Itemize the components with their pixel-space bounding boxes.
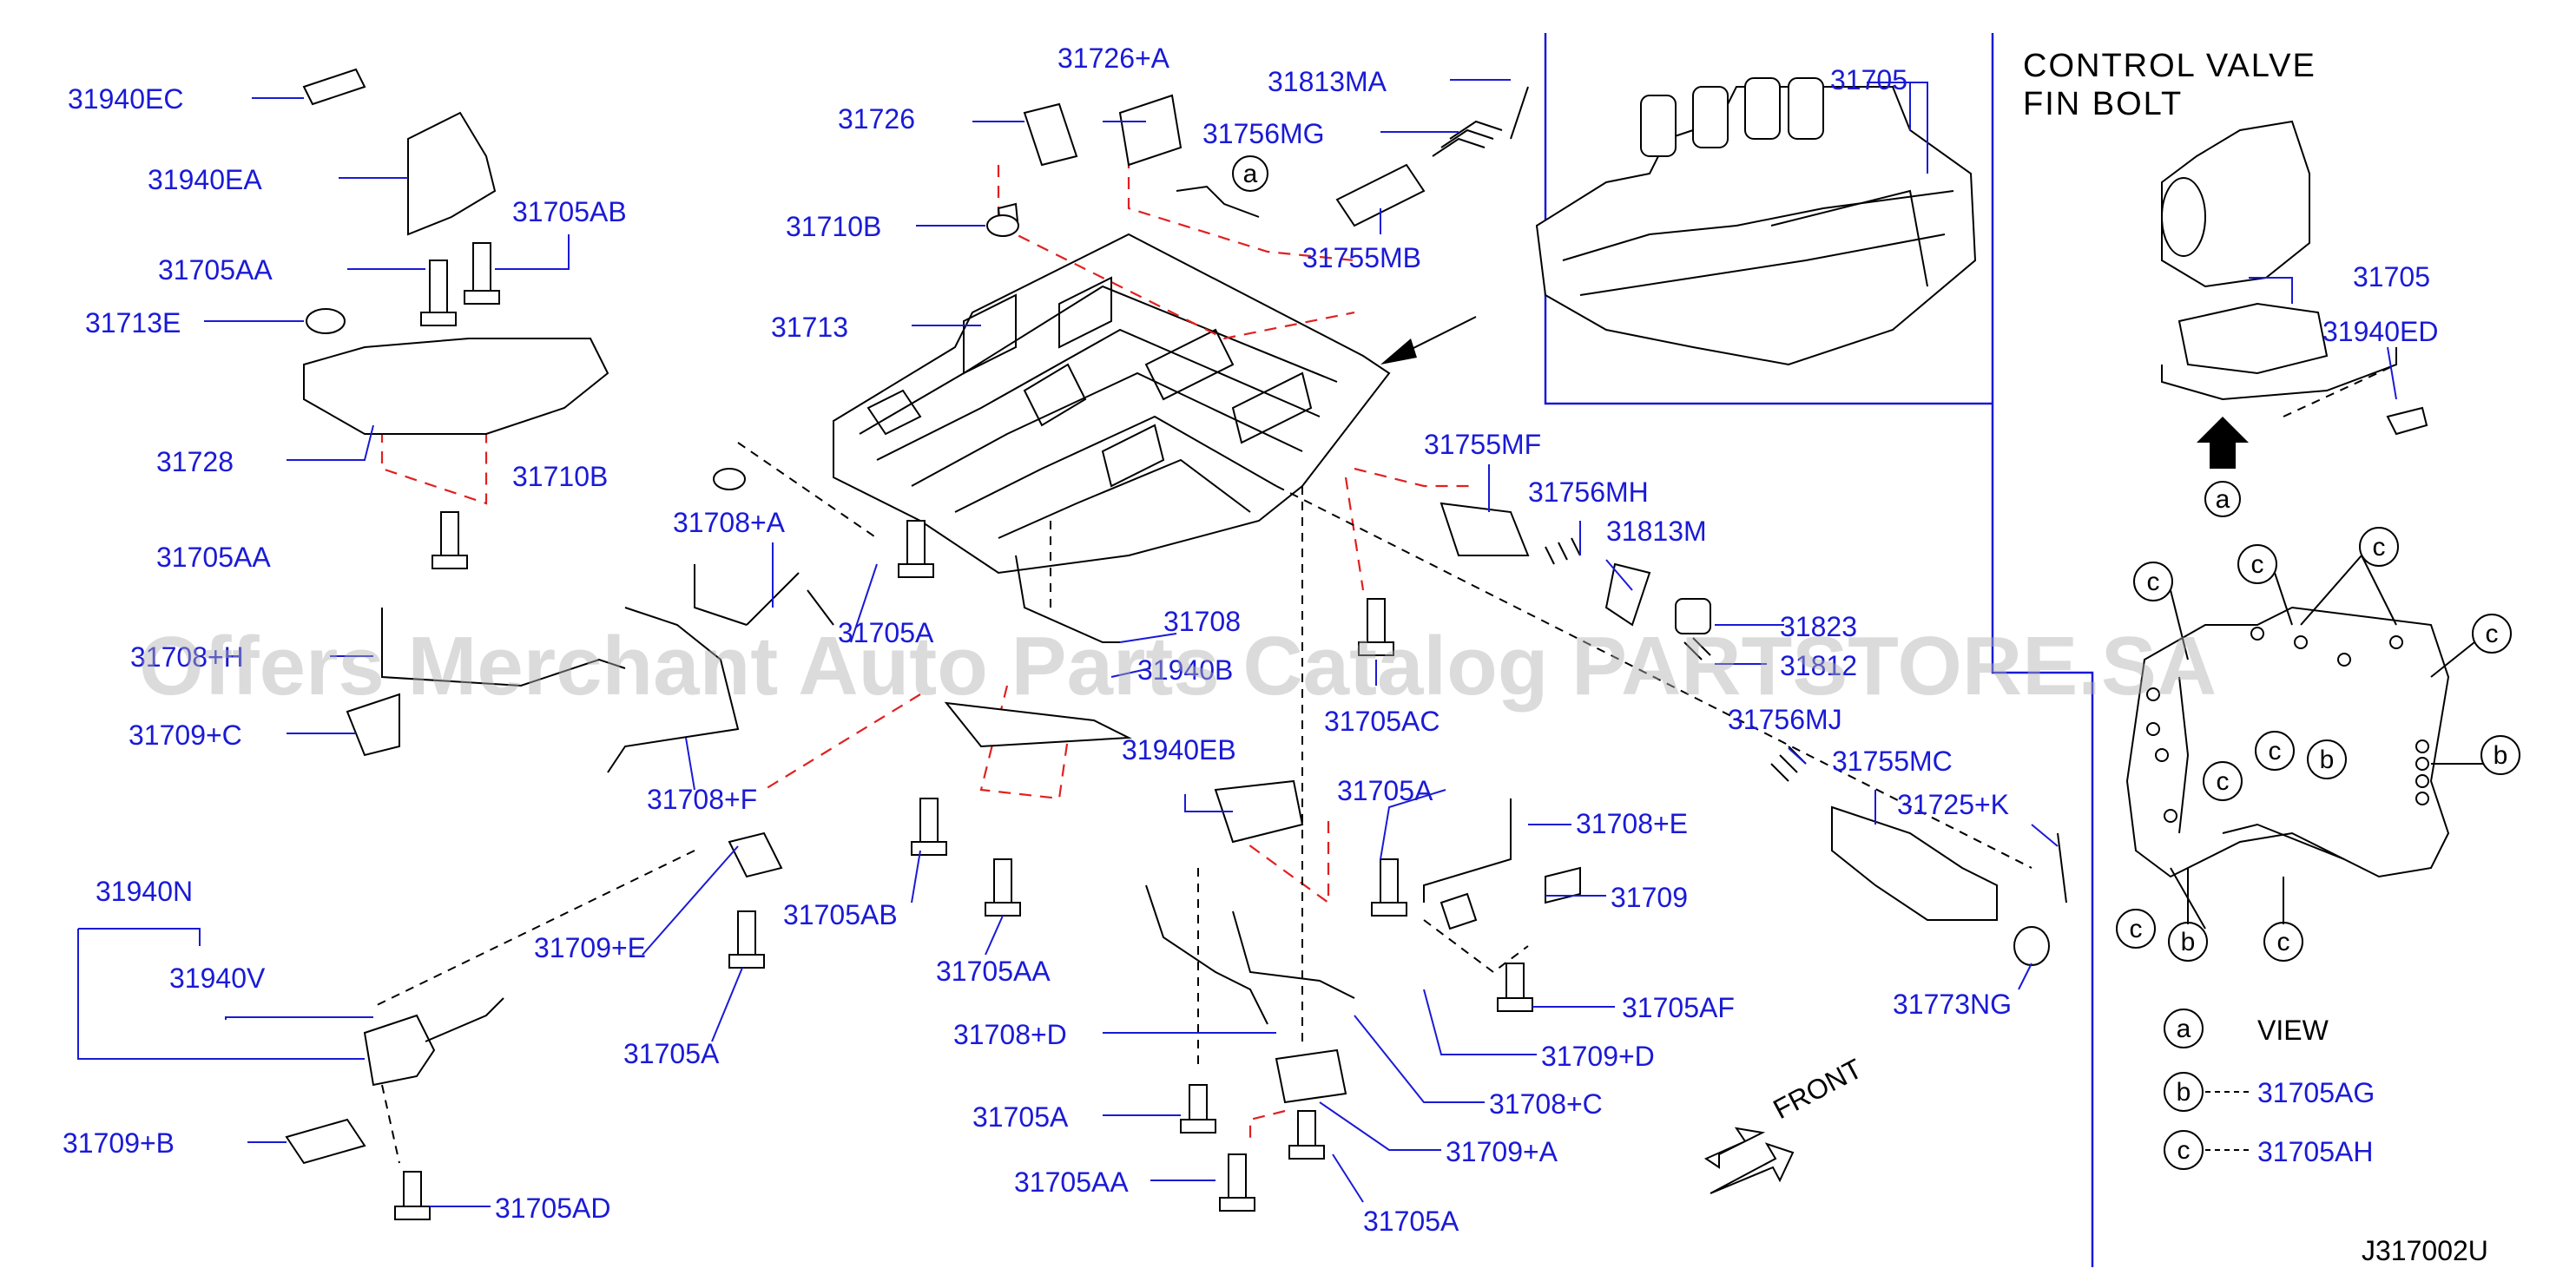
label-31940EC: 31940EC — [68, 83, 183, 115]
callout-b: b — [2181, 928, 2196, 956]
label-31709-d: 31709+D — [1541, 1041, 1655, 1072]
label-31705A: 31705A — [1337, 775, 1433, 806]
callout-b: b — [2494, 741, 2508, 770]
legend-a-text: VIEW — [2257, 1015, 2329, 1046]
label-31756MJ: 31756MJ — [1728, 704, 1842, 735]
callout-b: b — [2320, 746, 2335, 774]
label-31813MA: 31813MA — [1268, 66, 1387, 97]
assembly-guide-lines — [372, 156, 2032, 1164]
label-31713E: 31713E — [85, 307, 181, 338]
label-31726: 31726 — [838, 103, 915, 135]
label-31705AB: 31705AB — [783, 899, 898, 930]
label-31705A: 31705A — [1363, 1206, 1459, 1237]
label-31708-c: 31708+C — [1489, 1088, 1603, 1120]
label-31756MG: 31756MG — [1202, 118, 1325, 149]
label-31726-a: 31726+A — [1057, 43, 1170, 74]
label-31823: 31823 — [1780, 611, 1857, 642]
label-31709-c: 31709+C — [128, 720, 242, 751]
label-31709-e: 31709+E — [534, 932, 646, 963]
leader-lines — [77, 79, 2397, 1207]
label-31709: 31709 — [1611, 882, 1688, 913]
label-31710B: 31710B — [512, 461, 608, 492]
valve-body-illustration — [833, 233, 1391, 575]
legend-b-symbol: b — [2177, 1078, 2191, 1107]
view-a-letter: a — [1243, 160, 1258, 188]
label-31705AA: 31705AA — [158, 254, 273, 286]
label-inset-31705: 31705 — [2353, 261, 2430, 292]
label-31756MH: 31756MH — [1528, 476, 1649, 508]
label-31709-a: 31709+A — [1446, 1136, 1558, 1167]
view-a-bolt-layout: c c c c c c b b c b c — [2116, 527, 2520, 962]
label-31755MF: 31755MF — [1424, 429, 1541, 460]
label-31812: 31812 — [1780, 650, 1857, 681]
figure-id: J317002U — [2362, 1235, 2488, 1266]
label-31705AD: 31705AD — [495, 1193, 610, 1224]
label-31705A: 31705A — [838, 617, 934, 648]
direction-arrows — [1380, 316, 1795, 1194]
callout-c: c — [2130, 915, 2143, 943]
label-31708-h: 31708+H — [130, 641, 244, 673]
label-31713: 31713 — [771, 312, 848, 343]
label-31705AA: 31705AA — [1014, 1166, 1129, 1198]
legend: a VIEW b 31705AG c 31705AH — [2164, 1009, 2375, 1170]
bolt-sketches — [394, 214, 1533, 1220]
label-31940V: 31940V — [169, 963, 266, 994]
label-31773NG: 31773NG — [1893, 989, 2012, 1020]
label-31710B: 31710B — [786, 211, 881, 242]
callout-c: c — [2269, 737, 2282, 766]
callout-c: c — [2486, 620, 2499, 648]
legend-a-symbol: a — [2177, 1015, 2191, 1043]
label-31705AA: 31705AA — [936, 956, 1051, 987]
callout-c: c — [2277, 928, 2290, 956]
label-31708-a: 31708+A — [673, 507, 786, 538]
label-31709-b: 31709+B — [63, 1127, 175, 1159]
callout-c: c — [2217, 767, 2230, 796]
label-31940B: 31940B — [1137, 654, 1233, 686]
label-inset-31940ED: 31940ED — [2322, 316, 2438, 347]
label-31705A: 31705A — [623, 1038, 720, 1069]
label-31705: 31705 — [1830, 64, 1907, 95]
label-31940N: 31940N — [96, 876, 193, 907]
label-31705AC: 31705AC — [1324, 706, 1440, 737]
front-direction-label: FRONT — [1768, 1053, 1867, 1126]
label-31708-d: 31708+D — [953, 1019, 1067, 1050]
inset-title-line1: CONTROL VALVE — [2023, 48, 2316, 84]
part-labels: 31940EC 31940EA 31705AB 31705AA 31713E 3… — [63, 43, 2012, 1237]
callout-c: c — [2251, 550, 2264, 579]
view-a-marker: a — [1176, 155, 1268, 218]
label-31705AF: 31705AF — [1622, 992, 1735, 1023]
callout-c: c — [2147, 568, 2160, 596]
watermark: Offers Merchant Auto Parts Catalog PARTS… — [139, 620, 2217, 713]
label-31705A: 31705A — [972, 1101, 1069, 1133]
legend-c-symbol: c — [2177, 1136, 2191, 1165]
label-31708-e: 31708+E — [1576, 808, 1688, 839]
control-valve-fin-bolt-illustration — [2161, 120, 2428, 517]
label-31940EA: 31940EA — [148, 164, 262, 195]
label-31705AA: 31705AA — [156, 542, 271, 573]
component-sketches — [285, 68, 2067, 1165]
label-31755MC: 31755MC — [1832, 746, 1953, 777]
inset-labels: CONTROL VALVE FIN BOLT 31705 31940ED a — [2023, 48, 2438, 514]
label-31708-f: 31708+F — [647, 784, 757, 815]
label-31708: 31708 — [1163, 606, 1241, 637]
label-31728: 31728 — [156, 446, 234, 477]
label-31725-k: 31725+K — [1897, 789, 2009, 820]
legend-c-text: 31705AH — [2257, 1136, 2373, 1167]
label-31705AB: 31705AB — [512, 196, 627, 227]
inset-title-line2: FIN BOLT — [2023, 86, 2183, 122]
frame-lines — [1544, 33, 2094, 1267]
label-31755MB: 31755MB — [1302, 242, 1421, 273]
label-31813M: 31813M — [1606, 516, 1707, 547]
inset-view-marker: a — [2216, 485, 2230, 514]
inset-valve-assembly — [1535, 77, 1977, 366]
callout-c: c — [2373, 533, 2386, 562]
label-31940EB: 31940EB — [1122, 734, 1236, 766]
legend-b-text: 31705AG — [2257, 1077, 2375, 1108]
